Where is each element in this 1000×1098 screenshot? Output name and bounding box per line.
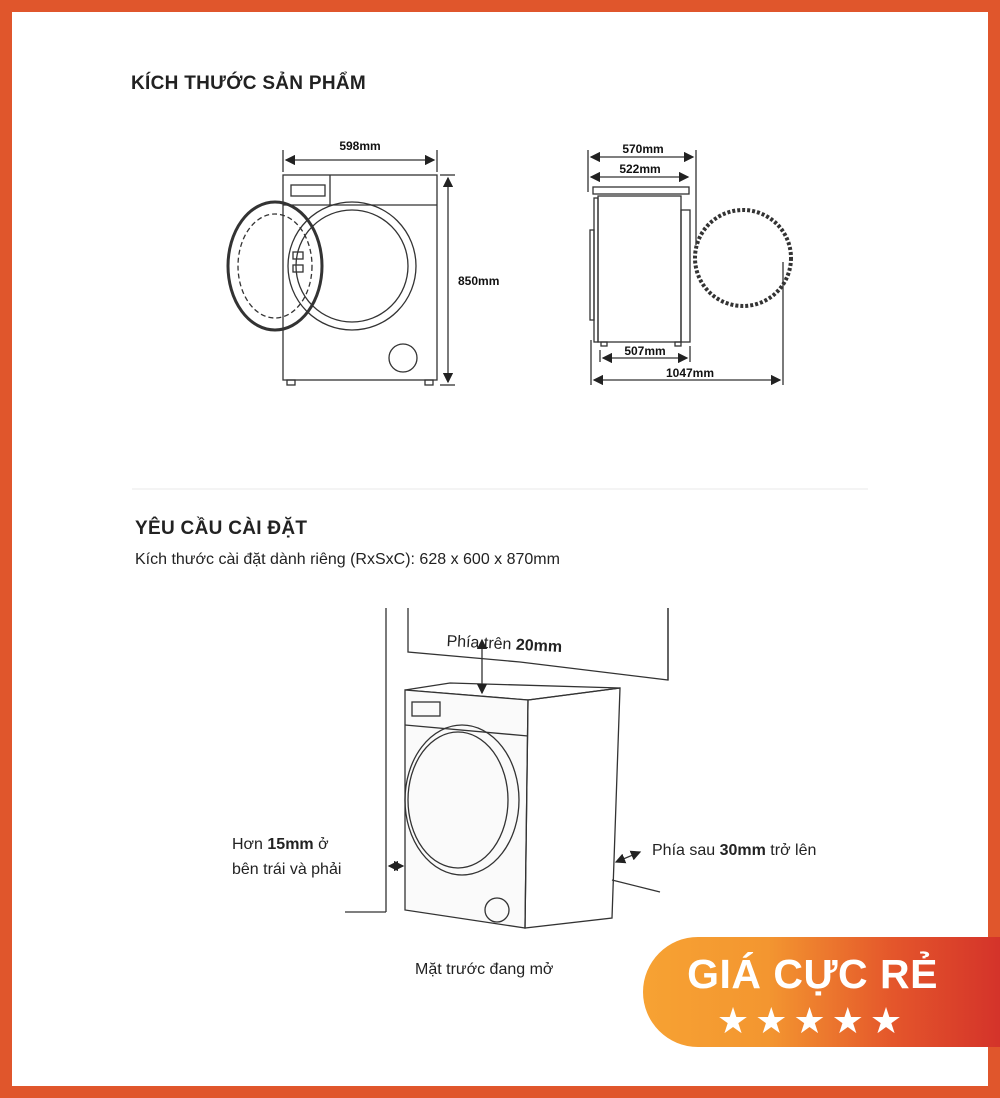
star-rating-icons: ★★★★★ [716,1000,909,1041]
front-height-label: 850mm [458,274,499,288]
side-clearance-line2: bên trái và phải [232,861,342,878]
open-door [226,200,324,332]
front-width-label: 598mm [339,139,380,153]
rear-clearance-label: Phía sau 30mm trở lên [652,842,816,860]
machine-side [524,687,621,929]
filter-cap [388,343,418,373]
depth-total-label: 570mm [622,142,663,156]
badge-label: GIÁ CỰC RẺ [687,951,938,997]
price-badge: GIÁ CỰC RẺ ★★★★★ [643,937,1000,1047]
side-view [587,150,793,386]
product-dimensions-title: KÍCH THƯỚC SẢN PHẨM [131,73,367,94]
top-clearance-value: 20mm [515,636,563,657]
front-open-note: Mặt trước đang mở [415,961,554,978]
side-open-door [693,208,793,308]
install-door [404,724,520,876]
top-clearance-prefix: Phía trên [446,633,517,654]
door [287,201,417,331]
rear-clearance-value: 30mm [719,842,766,859]
installation-title: YÊU CẦU CÀI ĐẶT [135,518,308,539]
depth-base-label: 507mm [624,344,665,358]
rear-clearance-suffix: trở lên [765,842,817,859]
installation-subtitle: Kích thước cài đặt dành riêng (RxSxC): 6… [135,551,560,568]
side-clearance-value: 15mm [267,836,314,853]
depth-top-label: 522mm [619,162,660,176]
side-clearance-suffix: ở [313,836,329,853]
rear-clearance-prefix: Phía sau [652,842,720,859]
front-view [226,150,455,386]
side-body [597,195,682,343]
side-clearance-prefix: Hơn [232,836,268,853]
display-panel [290,184,326,197]
depth-door-open-label: 1047mm [666,366,714,380]
side-clearance-label: Hơn 15mm ở bên trái và phải [232,832,341,882]
installation-diagram [345,608,669,929]
front-body [282,174,438,381]
